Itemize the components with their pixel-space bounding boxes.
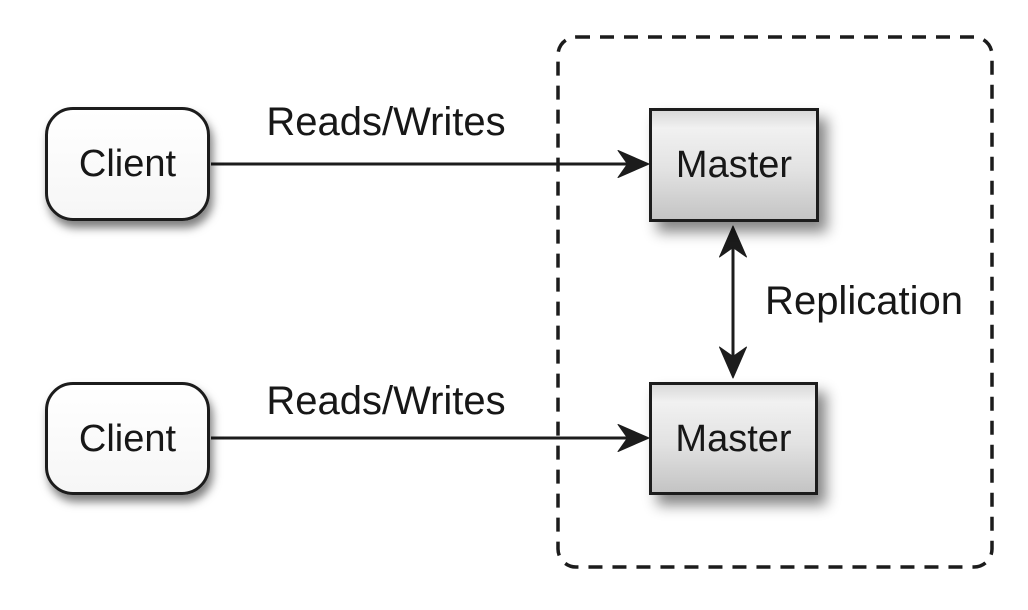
node-client-top: Client xyxy=(45,107,210,221)
edge-label-reads-writes-top: Reads/Writes xyxy=(266,100,506,144)
arrowhead-up-icon xyxy=(719,225,747,258)
node-client-bottom: Client xyxy=(45,382,210,495)
arrowhead-down-icon xyxy=(719,346,747,379)
node-label: Client xyxy=(78,143,177,185)
node-master-top: Master xyxy=(649,108,819,222)
node-label: Master xyxy=(675,144,793,186)
edge-label-reads-writes-bottom: Reads/Writes xyxy=(266,379,506,423)
node-label: Master xyxy=(675,417,792,460)
reads-writes-arrow-top xyxy=(211,150,650,178)
replication-arrow xyxy=(719,225,747,379)
arrowhead-right-icon xyxy=(617,150,650,178)
arrowhead-right-icon xyxy=(617,424,650,452)
reads-writes-arrow-bottom xyxy=(211,424,650,452)
node-label: Client xyxy=(78,417,177,460)
replication-boundary xyxy=(556,35,994,569)
node-master-bottom: Master xyxy=(649,382,818,495)
edge-label-replication: Replication xyxy=(765,279,963,323)
